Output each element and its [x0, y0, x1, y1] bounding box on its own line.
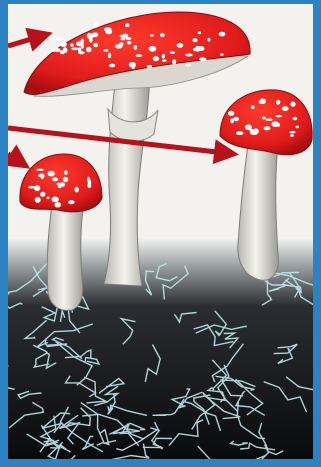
cap-spot — [150, 34, 154, 36]
cap-spot — [293, 117, 298, 120]
small-left-mushroom-stem — [47, 204, 84, 310]
arrow-top-left — [8, 34, 48, 46]
cap-spot — [147, 65, 152, 68]
cap-spot — [276, 115, 283, 117]
cap-spot — [92, 32, 99, 37]
cap-spot — [34, 185, 40, 191]
cap-spot — [127, 41, 132, 45]
cap-spot — [87, 33, 90, 39]
cap-spot — [150, 47, 153, 49]
cap-spot — [52, 197, 59, 203]
cap-spot — [170, 51, 175, 54]
cap-spot — [49, 48, 56, 52]
cap-spot — [264, 126, 271, 130]
cap-spot — [48, 171, 55, 177]
cap-spot — [49, 35, 55, 40]
cap-spot — [228, 111, 234, 116]
cap-spot — [109, 64, 115, 68]
cap-spot — [70, 44, 74, 47]
cap-spot — [120, 35, 126, 38]
cap-spot — [153, 56, 159, 61]
cap-spot — [40, 192, 45, 197]
cap-spot — [160, 33, 165, 37]
cap-spot — [172, 59, 176, 64]
cap-spot — [233, 117, 239, 121]
cap-spot — [75, 187, 79, 193]
cap-spot — [55, 202, 62, 207]
cap-spot — [71, 47, 79, 50]
cap-spot — [262, 117, 266, 120]
cap-spot — [125, 23, 129, 27]
cap-spot — [52, 177, 58, 181]
cap-spot — [162, 59, 167, 61]
cap-spot — [260, 98, 264, 102]
cap-spot — [195, 46, 200, 52]
cap-spot — [132, 66, 135, 70]
cap-spot — [162, 54, 165, 59]
cap-spot — [220, 53, 223, 56]
cap-spot — [38, 174, 45, 178]
cap-spot — [186, 63, 191, 66]
cap-spot — [192, 38, 197, 42]
cap-spot — [276, 100, 280, 105]
cap-spot — [250, 129, 255, 133]
cap-spot — [177, 43, 184, 48]
cap-spot — [136, 54, 143, 57]
cap-spot — [88, 180, 92, 186]
right-mushroom-stem — [238, 144, 278, 280]
cap-spot — [290, 134, 294, 137]
cap-spot — [78, 51, 84, 54]
cap-spot — [207, 38, 210, 42]
cap-spot — [108, 53, 111, 59]
cap-spot — [296, 126, 300, 129]
cap-spot — [35, 197, 41, 203]
cap-spot — [60, 42, 67, 48]
cap-spot — [28, 186, 36, 189]
cap-spot — [185, 54, 193, 57]
right-mushroom-cap — [220, 90, 312, 155]
cap-spot — [199, 57, 206, 60]
arrow-lower-left — [8, 154, 26, 166]
cap-spot — [266, 118, 273, 121]
cap-spot — [282, 106, 289, 111]
cap-spot — [198, 31, 201, 34]
cap-spot — [289, 131, 295, 134]
cap-spot — [68, 200, 74, 204]
cap-spot — [36, 169, 44, 171]
cap-spot — [134, 45, 137, 50]
mushroom-illustration — [8, 4, 313, 463]
cap-spot — [63, 177, 68, 183]
cap-spot — [64, 170, 68, 175]
cap-spot — [236, 131, 244, 135]
cap-spot — [230, 118, 234, 123]
cap-spot — [271, 121, 279, 127]
cap-spot — [76, 41, 83, 46]
cap-spot — [93, 43, 98, 47]
cap-spot — [63, 47, 68, 53]
cap-spot — [94, 22, 98, 27]
cap-spot — [251, 105, 255, 109]
cap-spot — [121, 38, 126, 41]
cap-spot — [55, 37, 62, 40]
cap-spot — [115, 44, 123, 48]
cap-spot — [105, 29, 112, 34]
cap-spot — [103, 49, 108, 52]
cap-spot — [219, 32, 226, 37]
cap-spot — [290, 102, 295, 107]
cap-spot — [59, 182, 65, 186]
cap-spot — [86, 47, 92, 53]
cap-spot — [47, 197, 50, 200]
